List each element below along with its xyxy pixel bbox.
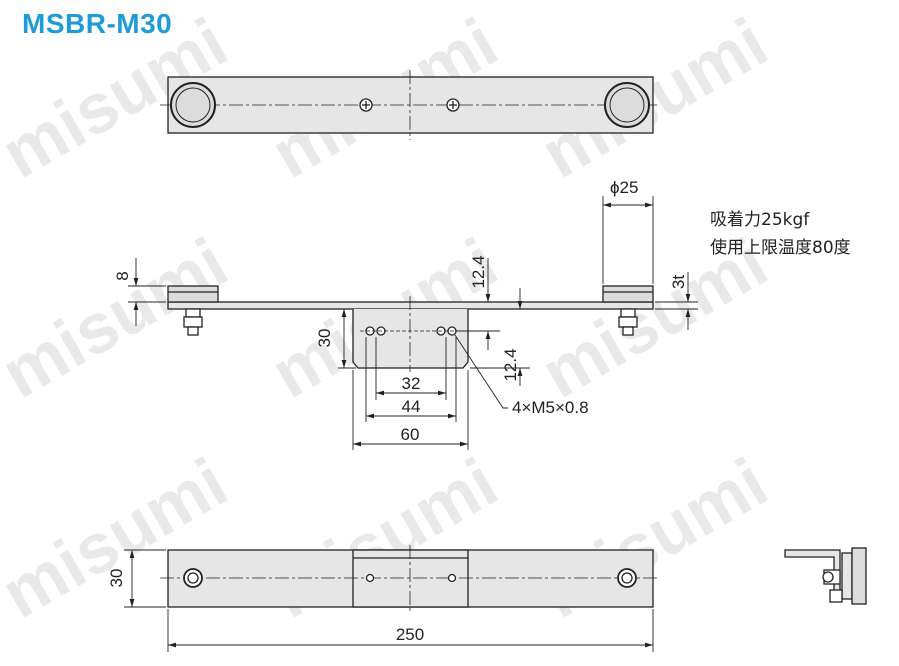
dim-bracket-height: 30 [315,329,334,348]
front-dimensions [128,196,698,450]
dim-hole-pitch-inner: 32 [402,374,421,393]
note-suction-force: 吸着力25kgf [710,210,810,230]
bottom-dimensions [124,549,654,652]
dim-pad-thickness: 3t [669,275,688,289]
dim-bracket-width: 60 [401,425,420,444]
dim-thread-spec: 4×M5×0.8 [512,398,589,417]
dim-pad-height: 8 [113,271,132,280]
side-view [784,547,867,605]
suction-pad-circle [604,82,650,128]
dim-bar-width: 30 [107,569,126,588]
spec-notes: 吸着力25kgf 使用上限温度80度 [710,210,851,258]
bracket [352,309,469,369]
dim-hole-offset-lower: 12.4 [501,348,520,381]
front-dimension-labels: 8 ϕ25 3t 12.4 12.4 30 32 44 60 4×M5×0.8 [113,178,688,444]
watermark-text: misumi [0,223,240,413]
dim-hole-pitch-outer: 44 [402,397,421,416]
suction-pad-right [602,285,654,303]
dim-pad-diameter: ϕ25 [610,178,638,197]
bottom-dimension-labels: 30 250 [107,569,424,644]
top-view [160,70,660,140]
bottom-view [160,545,660,612]
dim-hole-offset-upper: 12.4 [469,255,488,288]
front-view [167,285,654,372]
page-title: MSBR-M30 [22,8,173,39]
dim-bar-length: 250 [396,625,424,644]
suction-pad-circle [170,82,216,128]
note-temperature-limit: 使用上限温度80度 [710,237,851,258]
bar-front-view [167,301,654,310]
suction-pad-left [167,285,219,303]
